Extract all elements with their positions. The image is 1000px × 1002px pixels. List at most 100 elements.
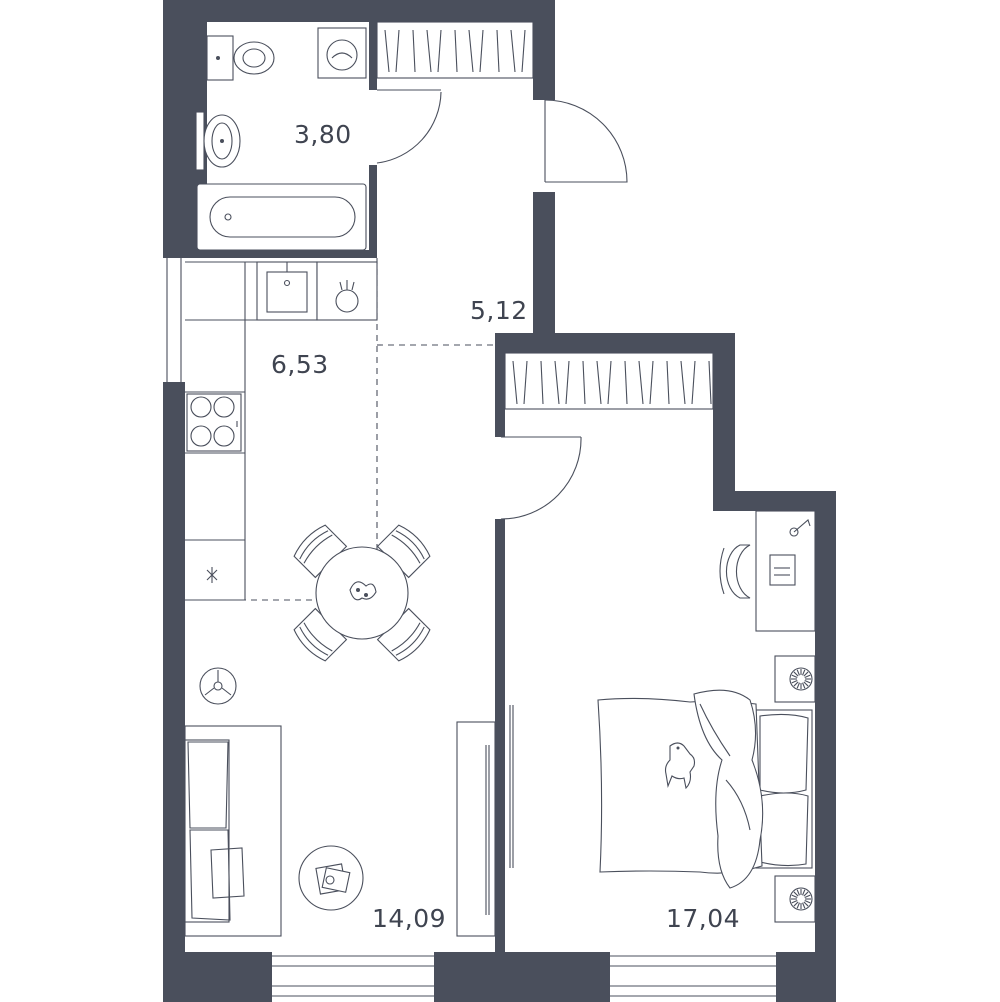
lamp-ray [803,891,809,897]
lamp-ray [793,671,799,677]
bathtub-icon [196,183,367,251]
lamp-ray [793,681,799,687]
lamp-ray [802,889,806,896]
lamp-ray [803,901,809,907]
hanger [384,29,390,73]
sofa-icon [184,725,282,937]
hanger [437,29,442,73]
hanger [412,29,416,73]
desk-icon [755,510,816,632]
toilet-icon [206,35,275,81]
window-living [272,952,434,1002]
wardrobe-hall [376,21,534,79]
hanger [395,29,400,73]
area-label-kitchen: 6,53 [271,350,329,379]
lamp-ray [796,902,800,909]
wall-partition-upper [495,333,505,437]
hanger [479,29,484,73]
wall-bedroom-step-top [713,491,836,511]
tv-stand-icon [456,721,496,937]
wall-bath-bottom [185,250,377,258]
lamp-ray [804,680,811,684]
hanger [540,360,544,405]
wall-hall-right-lower [533,192,555,352]
wall-left-top [163,22,185,258]
desk-chair-icon [719,544,751,599]
hanger [468,29,474,73]
hanger [596,360,602,405]
hanger [708,360,712,405]
window-kitchen-gap [163,258,185,382]
lamp-ray [793,901,799,907]
area-label-bedroom: 17,04 [666,904,740,933]
dog-icon [664,742,696,790]
hanger [666,360,670,405]
hanger [554,360,560,405]
dishwasher-icon [316,261,378,321]
hanger [426,29,432,73]
wall-bedroom-top [495,333,735,353]
decor-icon [349,581,377,601]
living-furniture [184,667,496,937]
hanger [454,29,458,73]
lamp-ray [803,681,809,687]
lamp-ray [793,891,799,897]
lamp-ray [802,902,806,909]
lamp-ray [804,900,811,904]
doors [369,89,628,520]
lamp-ray [796,682,800,689]
wall-partition-lower [495,519,505,954]
bathroom-door [369,89,442,165]
room-labels: 3,80 5,12 6,53 14,09 17,04 [271,120,740,933]
chair-bottom-right [376,607,431,662]
hanger [565,360,570,405]
bed-icon [597,689,813,889]
hanger [607,360,612,405]
lamp-ray [791,680,798,684]
lamp-ray [796,669,800,676]
wall-bath-left [190,22,195,252]
wall-hall-right-upper [533,0,555,100]
wall-bath-right-upper [369,22,377,90]
entrance-door [533,99,628,192]
kitchen-fixtures [185,261,378,601]
hanger [638,360,644,405]
kitchen-sink-icon [256,261,318,321]
hanger [649,360,654,405]
hanger [582,360,586,405]
lamp-ray [804,894,811,898]
lamp-ray [791,894,798,898]
chair-top-left [293,524,348,579]
area-label-bathroom: 3,80 [294,120,352,149]
hanger [510,29,516,73]
chair-bottom-left [293,607,348,662]
hanger [496,29,500,73]
chair-top-right [376,524,431,579]
lamp-ray [802,669,806,676]
dining-table [315,546,409,640]
lamp-ray [804,674,811,678]
wall-right [815,491,836,1002]
dining-set [293,524,431,662]
lamp-ray [802,682,806,689]
hanger [521,29,526,73]
hanger [624,360,628,405]
wall-top [163,0,555,22]
hanger [523,360,528,405]
windows [163,258,776,1002]
window-bedroom [610,952,776,1002]
lamp-ray [803,671,809,677]
bathroom-fixtures [195,27,367,251]
bedroom-furniture [509,510,816,923]
fridge-icon [206,567,218,583]
lamp-ray [791,900,798,904]
hanger [691,360,696,405]
wall-bath-right-lower [369,165,377,258]
coffee-table-icon [298,845,364,911]
hanger [680,360,686,405]
cooktop-icon [186,393,242,452]
washing-machine-icon [317,27,367,79]
area-label-hallway: 5,12 [470,296,528,325]
